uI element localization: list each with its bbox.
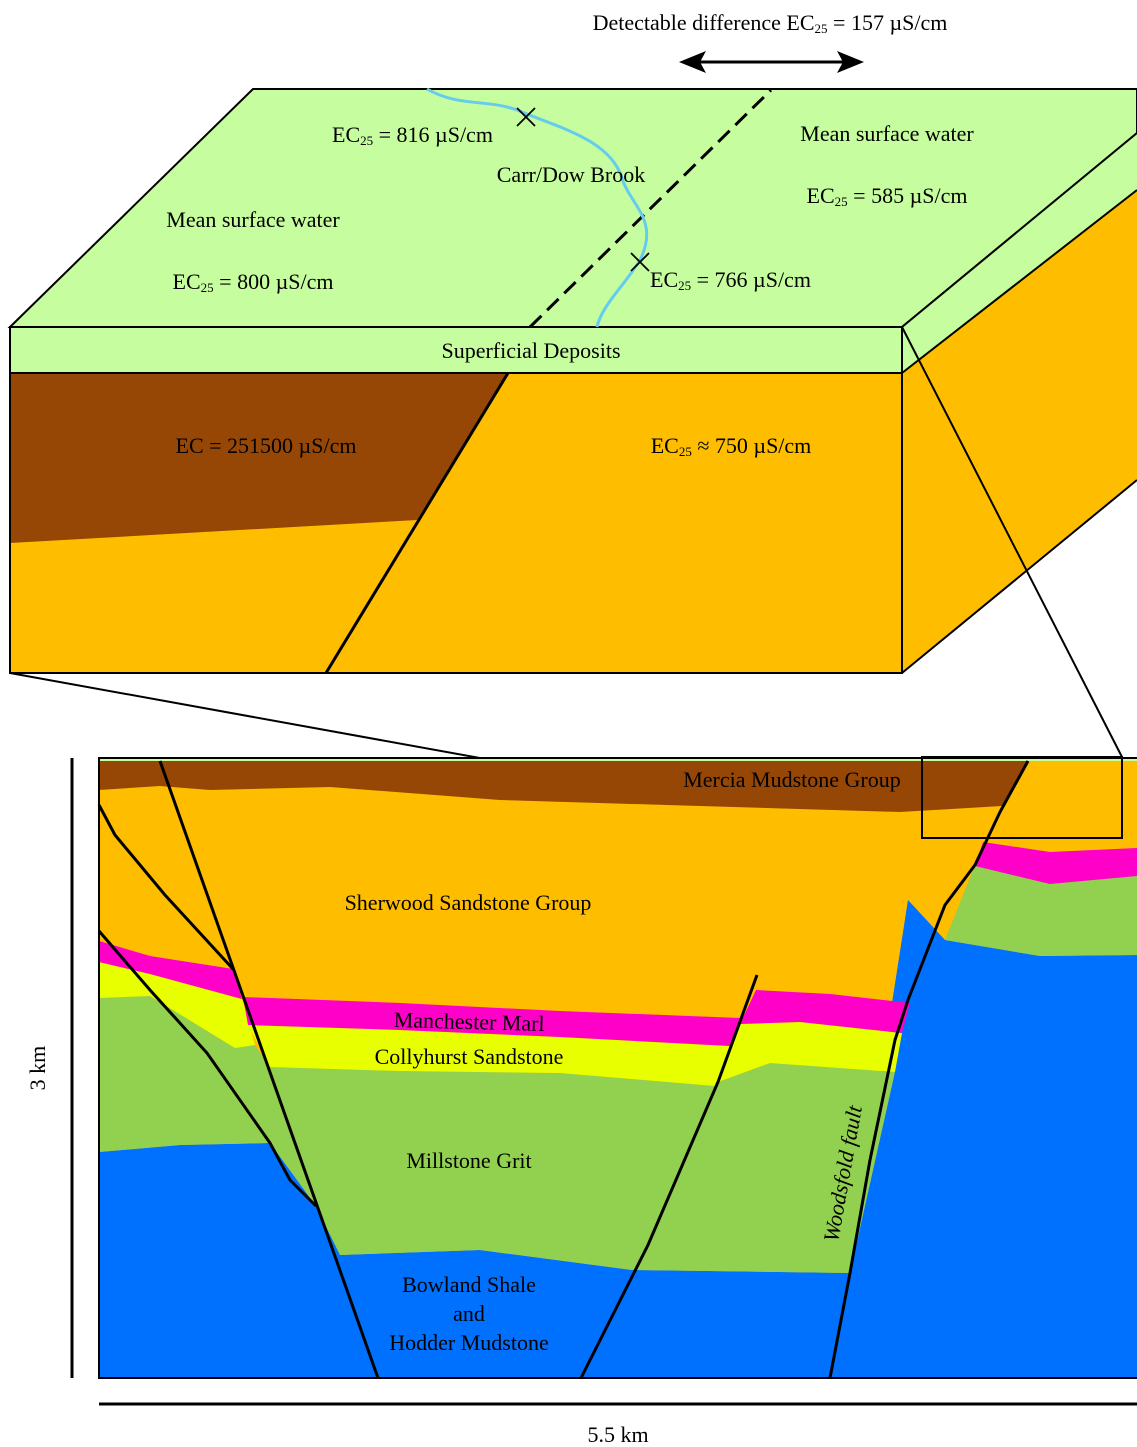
woodsfold-fault — [828, 760, 1030, 1379]
fault-2 — [97, 804, 235, 971]
mercia-ec-label: EC = 251500 µS/cm — [176, 433, 357, 458]
superficial-deposits-band — [9, 326, 903, 374]
xs-manchester-marl-right — [740, 990, 910, 1033]
xs-manchester-marl-left — [99, 941, 242, 999]
block-right-face-sandstone — [902, 190, 1137, 673]
detectable-difference-label: Detectable difference EC25 = 157 µS/cm — [593, 10, 948, 36]
cross-section: Mercia Mudstone Group Sherwood Sandstone… — [97, 756, 1137, 1379]
xs-outline — [98, 757, 1137, 1379]
left-mean-title: Mean surface water — [166, 207, 340, 232]
fault-4 — [579, 974, 759, 1379]
front-mercia-mudstone — [10, 373, 508, 543]
sample-marker-upstream — [516, 107, 536, 127]
front-fault-line — [324, 372, 510, 674]
fault-3 — [97, 930, 318, 1208]
xs-collyhurst-right — [718, 1022, 902, 1082]
upstream-sample-ec: EC25 = 816 µS/cm — [332, 122, 493, 148]
xs-bowland-label-3: Hodder Mudstone — [389, 1330, 548, 1355]
xs-bowland-label-1: Bowland Shale — [402, 1272, 536, 1297]
right-mean-value: EC25 = 585 µS/cm — [807, 183, 968, 209]
xs-sherwood-label: Sherwood Sandstone Group — [345, 890, 592, 915]
block-right-face-edge-bottom — [901, 479, 1137, 674]
vertical-scale-label: 3 km — [25, 1046, 50, 1091]
surface-fault-trace — [528, 88, 773, 329]
right-mean-title: Mean surface water — [800, 121, 974, 146]
horizontal-scale-label: 5.5 km — [587, 1422, 648, 1447]
block-right-face-edge-mid — [901, 189, 1137, 374]
sample-marker-downstream — [630, 252, 650, 272]
block-diagram: Detectable difference EC25 = 157 µS/cm E… — [7, 10, 1137, 674]
xs-manchester-marl-middle — [243, 997, 740, 1046]
superficial-deposits-label: Superficial Deposits — [441, 338, 620, 363]
xs-manchester-marl-label: Manchester Marl — [393, 1007, 544, 1036]
brook-label: Carr/Dow Brook — [497, 162, 645, 187]
projection-line-right — [901, 326, 1123, 758]
carr-dow-brook — [426, 87, 649, 328]
downstream-sample-ec: EC25 = 766 µS/cm — [650, 267, 811, 293]
xs-inset-box — [921, 756, 1123, 839]
scale-bars: 3 km 5.5 km — [25, 758, 1137, 1447]
detectable-difference-arrow — [679, 51, 864, 73]
xs-manchester-marl-far-right — [975, 842, 1137, 884]
fault-1 — [158, 760, 380, 1379]
xs-collyhurst-left — [99, 962, 255, 1048]
xs-millstone-left — [99, 996, 316, 1206]
xs-mercia-mudstone — [99, 761, 1028, 812]
xs-bowland-label-2: and — [453, 1301, 485, 1326]
xs-collyhurst-middle — [248, 1025, 730, 1086]
xs-millstone-far-right — [945, 865, 1137, 956]
xs-millstone-label: Millstone Grit — [406, 1148, 531, 1173]
xs-bowland-shale — [99, 900, 1137, 1378]
xs-collyhurst-label: Collyhurst Sandstone — [375, 1044, 564, 1069]
block-right-face-superficial — [902, 133, 1137, 373]
xs-mercia-label: Mercia Mudstone Group — [683, 767, 901, 792]
left-mean-value: EC25 = 800 µS/cm — [173, 269, 334, 295]
sherwood-ec-label: EC25 ≈ 750 µS/cm — [651, 433, 812, 459]
xs-faults — [97, 760, 1030, 1379]
xs-millstone-right-middle — [632, 1063, 895, 1273]
xs-millstone-middle — [270, 1067, 715, 1270]
block-right-face-edges — [901, 132, 1137, 328]
